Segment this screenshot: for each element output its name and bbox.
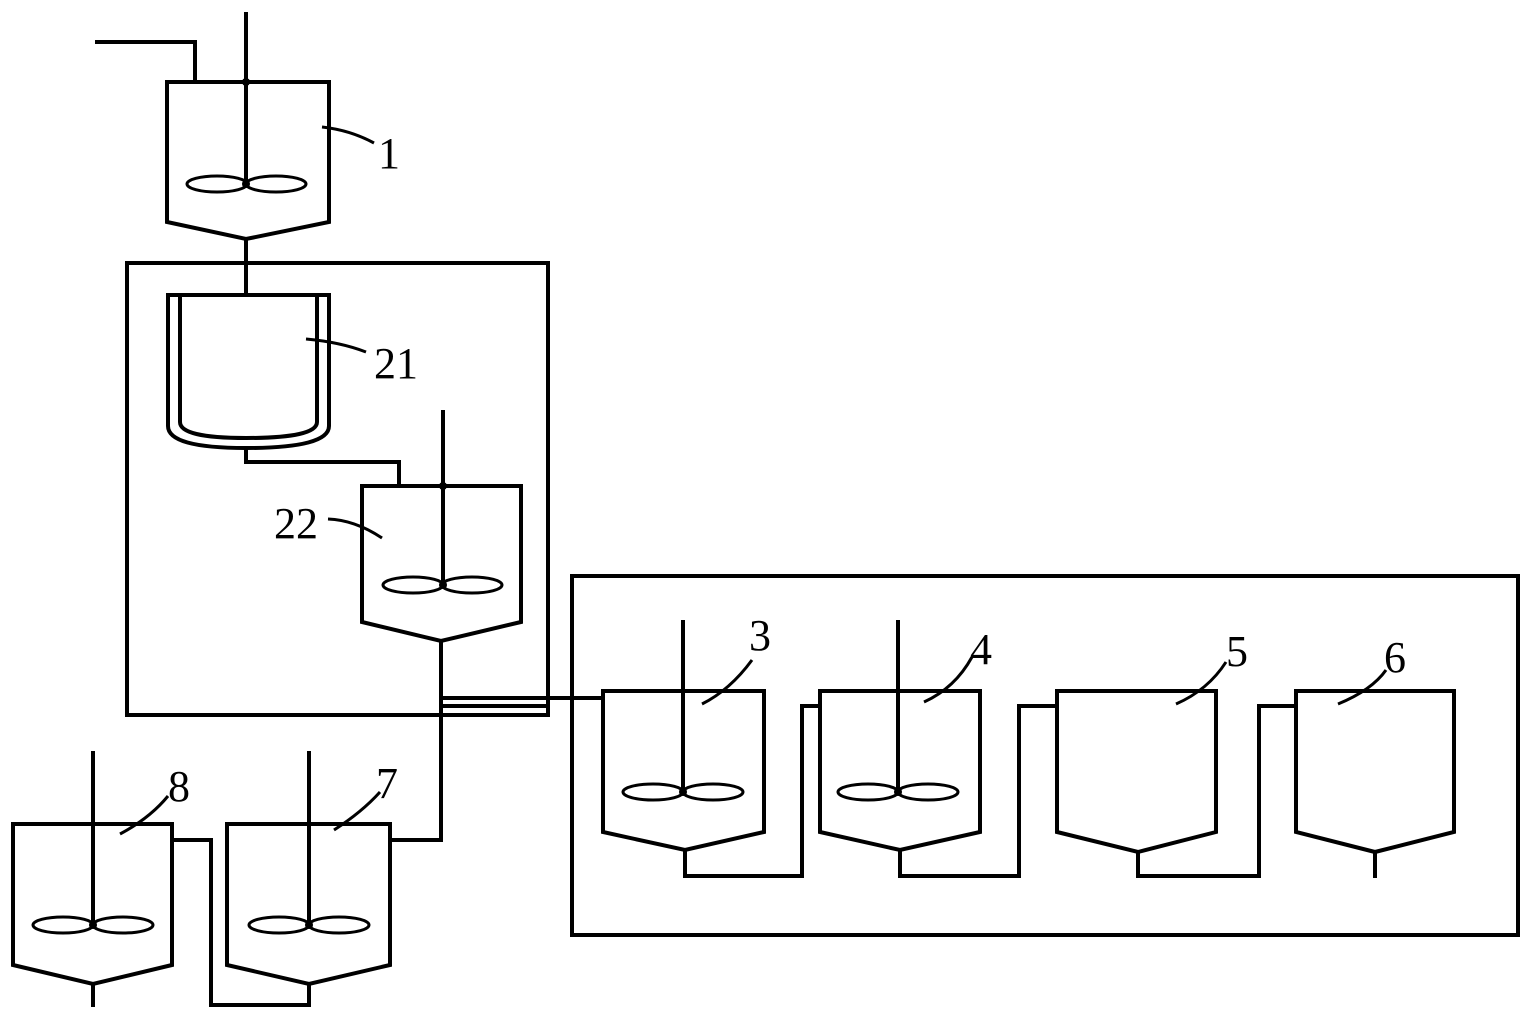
junction-dots: [89, 78, 902, 929]
agitator-blades-tank-8: [31, 915, 155, 935]
agitator-blades-tank-3: [621, 782, 745, 802]
pipe-7-to-8: [170, 838, 311, 1007]
pipe-5-to-6: [1136, 704, 1298, 878]
label-tank-4: 4: [970, 625, 992, 674]
label-tank-1: 1: [378, 129, 400, 178]
pipe-21-to-22: [244, 446, 401, 488]
unit-group-box-left: [125, 261, 550, 717]
label-tank-5: 5: [1226, 627, 1248, 676]
label-tank-6: 6: [1384, 633, 1406, 682]
pipe-4-to-5: [898, 704, 1059, 878]
tank-4: [818, 620, 982, 853]
vessel-21: [166, 293, 367, 451]
label-tank-3: 3: [749, 611, 771, 660]
unit-group-box-right: [570, 574, 1520, 937]
pipe-3-to-4: [683, 704, 822, 878]
tank-6: [1294, 669, 1456, 878]
agitator-blades-tank-1: [185, 174, 308, 194]
tank-8: [11, 751, 174, 1007]
label-tank-22: 22: [274, 499, 318, 548]
tank-7: [225, 751, 392, 987]
label-vessel-21: 21: [374, 339, 418, 388]
label-tank-7: 7: [376, 759, 398, 808]
tank-1: [95, 12, 375, 242]
tank-3: [601, 620, 766, 853]
tank-5: [1055, 661, 1228, 855]
tank-22: [327, 410, 523, 644]
label-tank-8: 8: [168, 762, 190, 811]
